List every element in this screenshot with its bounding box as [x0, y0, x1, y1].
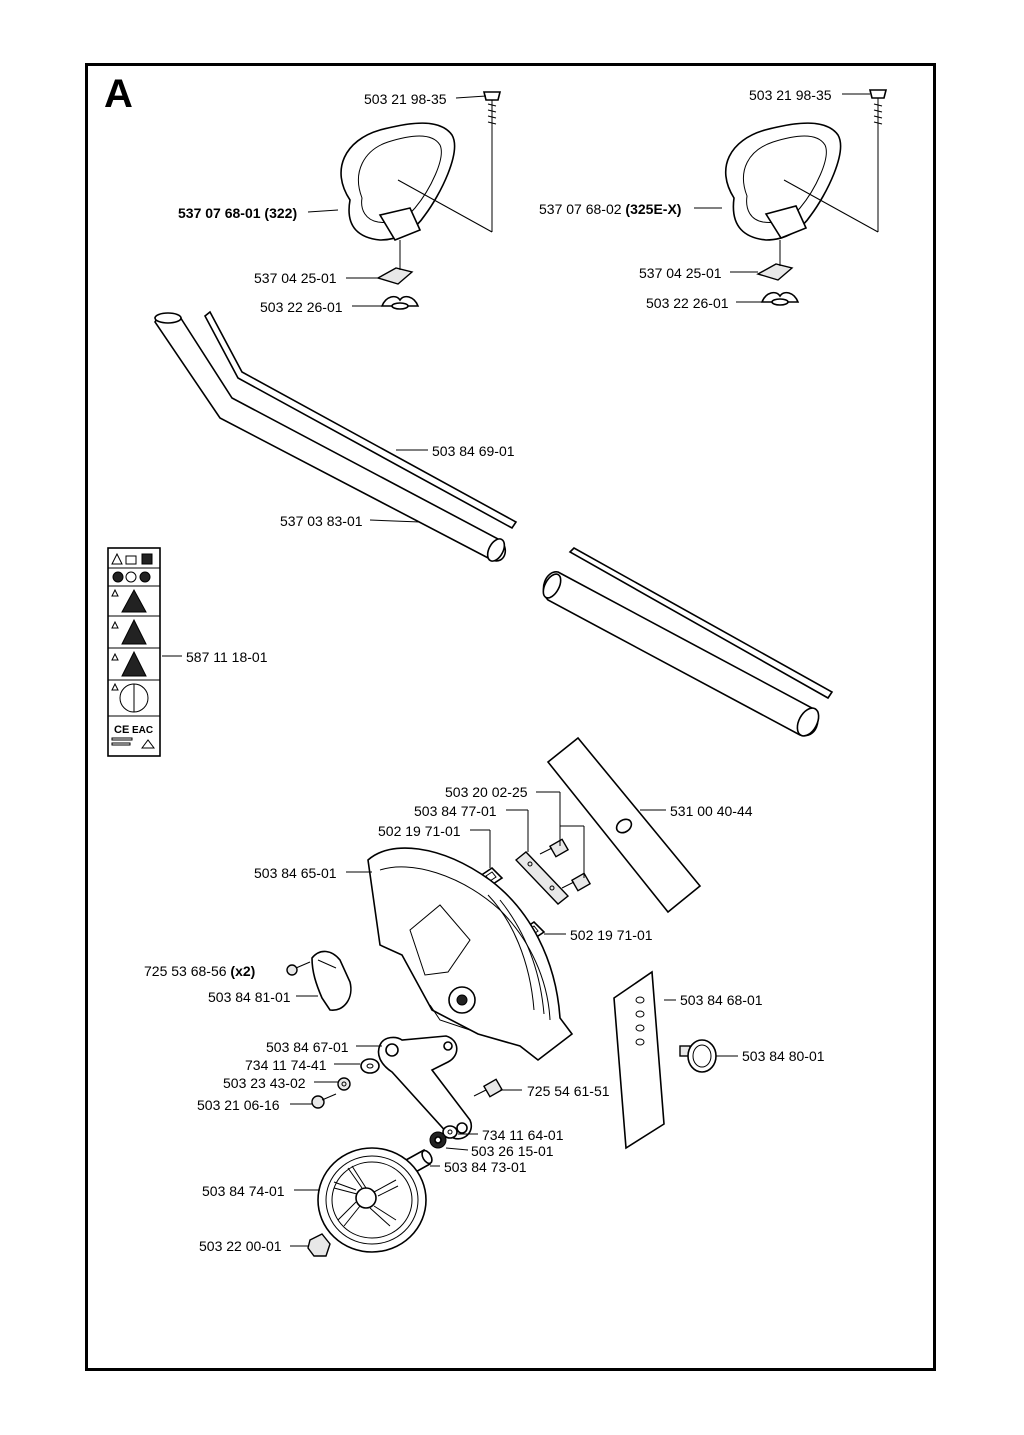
label-handle-right-model: (325E-X)	[625, 201, 682, 217]
label-guard: 503 84 65-01	[254, 865, 337, 881]
warning-decal: CE EAC	[107, 547, 161, 757]
label-clamp-plate: 503 84 77-01	[414, 803, 497, 819]
label-bracket-right: 537 04 25-01	[639, 265, 722, 281]
blade-guard	[367, 847, 574, 1062]
label-shaft-tube: 537 03 83-01	[280, 513, 363, 529]
label-nut-left: 503 22 26-01	[260, 299, 343, 315]
label-washer-c: 734 11 64-01	[482, 1127, 564, 1143]
wheel-arm	[377, 1035, 473, 1140]
edger-blade	[546, 736, 702, 914]
label-handle-right-part: 537 07 68-02	[539, 201, 622, 217]
wheel-nut	[307, 1233, 331, 1257]
adjust-knob	[679, 1039, 717, 1073]
bearing	[429, 1131, 447, 1149]
label-wheel: 503 84 74-01	[202, 1183, 285, 1199]
diagram-frame	[85, 63, 936, 1371]
label-arm: 503 84 67-01	[266, 1039, 349, 1055]
label-handle-left: 537 07 68-01 (322)	[178, 205, 297, 221]
screw-top-1	[539, 838, 570, 858]
label-washer-b: 503 23 43-02	[223, 1075, 306, 1091]
decal-ce-mark: CE	[114, 724, 129, 736]
label-spacer: 503 84 73-01	[444, 1159, 527, 1175]
wheel	[317, 1147, 427, 1253]
label-handle-left-model: (322)	[264, 205, 298, 221]
handle-right	[724, 122, 879, 241]
label-screw-arm: 725 54 61-51	[527, 1083, 610, 1099]
shaft-inner-lower	[568, 547, 834, 700]
handle-left-assembly	[340, 91, 502, 310]
clamp-plate	[514, 851, 570, 905]
bolt-right	[868, 89, 888, 132]
label-knob: 503 84 80-01	[742, 1048, 825, 1064]
leader-lines	[162, 93, 870, 1247]
label-screw-x2-qty: (x2)	[230, 963, 256, 979]
label-blade: 531 00 40-44	[670, 803, 753, 819]
label-screw-top: 503 20 02-25	[445, 784, 528, 800]
decal-eac-mark: EAC	[132, 725, 153, 736]
label-nut-right: 503 22 26-01	[646, 295, 729, 311]
label-bearing: 503 26 15-01	[471, 1143, 554, 1159]
label-clamp: 503 84 81-01	[208, 989, 291, 1005]
screw-top-2	[561, 872, 592, 892]
label-bolt-right: 503 21 98-35	[749, 87, 832, 103]
label-depth-plate: 503 84 68-01	[680, 992, 763, 1008]
washer-a	[360, 1058, 380, 1074]
label-screw-x2-part: 725 53 68-56	[144, 963, 227, 979]
label-nut-square-top: 502 19 71-01	[378, 823, 461, 839]
label-handle-left-part: 537 07 68-01	[178, 205, 261, 221]
label-wheel-nut: 503 22 00-01	[199, 1238, 282, 1254]
arm-bolt	[311, 1093, 337, 1109]
shaft-inner-upper	[203, 310, 518, 530]
label-bracket-left: 537 04 25-01	[254, 270, 337, 286]
wing-nut-right	[760, 291, 800, 306]
shaft-tube-upper	[154, 312, 507, 562]
label-decal: 587 11 18-01	[186, 649, 268, 665]
shaft-tube-lower	[542, 571, 820, 737]
bolt-left	[482, 91, 502, 130]
handle-left	[340, 122, 493, 241]
half-clamp	[311, 950, 352, 1011]
depth-plate	[613, 970, 665, 1150]
label-screw-x2: 725 53 68-56 (x2)	[144, 963, 255, 979]
washer-b	[337, 1077, 351, 1091]
section-letter: A	[104, 72, 133, 116]
label-washer-a: 734 11 74-41	[245, 1057, 327, 1073]
handle-right-assembly	[724, 89, 888, 306]
wing-nut-left	[380, 295, 420, 310]
arm-screw	[473, 1078, 504, 1098]
bracket-right	[756, 240, 794, 281]
label-nut-square-bottom: 502 19 71-01	[570, 927, 653, 943]
bracket-left	[376, 240, 414, 285]
screw-x2	[286, 961, 311, 976]
label-handle-right: 537 07 68-02 (325E-X)	[539, 201, 681, 217]
label-shaft-inner: 503 84 69-01	[432, 443, 515, 459]
label-bolt-left: 503 21 98-35	[364, 91, 447, 107]
washer-c	[442, 1125, 458, 1139]
label-bolt-arm: 503 21 06-16	[197, 1097, 280, 1113]
